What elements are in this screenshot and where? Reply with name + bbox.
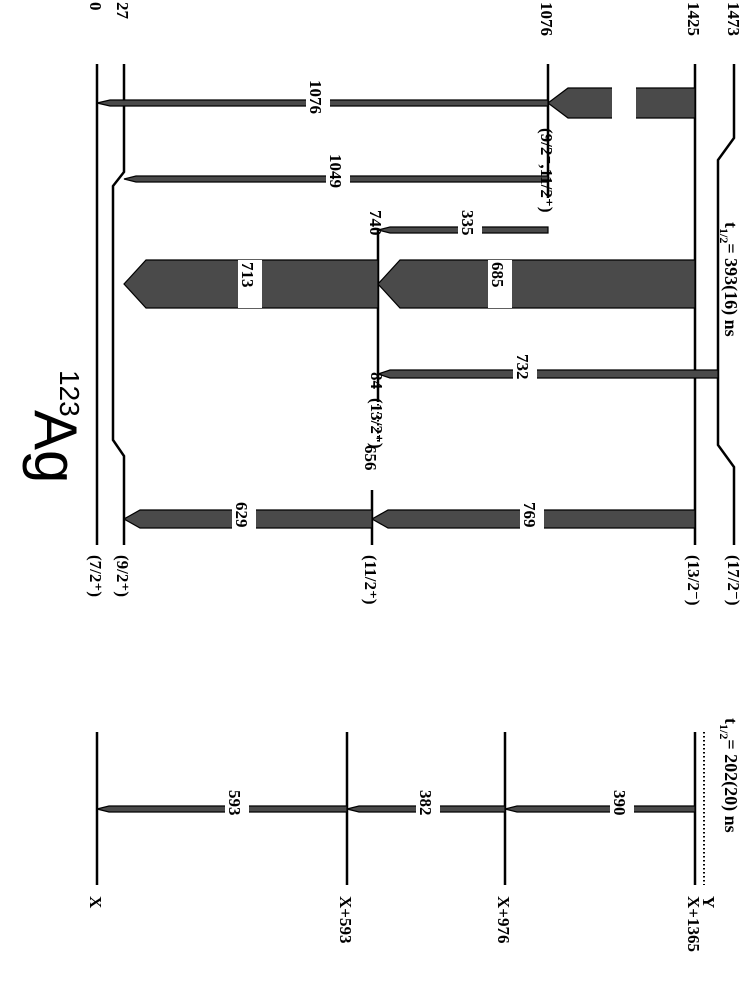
transition-label-685: 685 (488, 262, 507, 288)
main-transitions (96, 87, 719, 529)
transition-label-1049: 1049 (326, 154, 345, 188)
side-level-label-x1365: X+1365 (684, 896, 703, 952)
side-transitions (96, 805, 696, 813)
side-labels: t1/2= 202(20) ns Y X+1365 X+976 X+593 X … (86, 718, 741, 952)
energy-label-1425: 1425 (684, 2, 703, 36)
side-level-label-y: Y (699, 896, 718, 908)
main-halflife-label: t1/2= 393(16) ns (717, 222, 741, 337)
side-transition-label-382: 382 (416, 790, 435, 816)
spin-label-9-2-plus: (9/2⁺) (113, 555, 132, 597)
side-level-label-x976: X+976 (494, 896, 513, 943)
spin-label-13-2-minus: (13/2⁻) (684, 555, 703, 606)
svg-text:t1/2= 393(16) ns: t1/2= 393(16) ns (717, 222, 741, 337)
energy-label-1473: 1473 (724, 2, 743, 36)
side-transition-593-arrow (96, 805, 348, 813)
mass-number: 123 (54, 370, 85, 417)
spin-label-11-2-plus: (11/2⁺) (361, 555, 380, 605)
level-1473-line (716, 64, 736, 545)
level-27-line (111, 64, 126, 545)
transition-732-arrow (376, 369, 719, 379)
transition-energy-labels: 349 1076 1049 335 685 713 732 84 769 629 (232, 78, 636, 540)
side-halflife-label: t1/2= 202(20) ns (717, 718, 741, 833)
transition-label-349: 349 (612, 84, 631, 110)
nucleus-label: 123 Ag (22, 370, 89, 483)
energy-label-1076: 1076 (537, 2, 556, 36)
main-energy-labels: 1473 1425 1076 27 0 740 656 (86, 2, 743, 471)
transition-685-arrow (377, 259, 696, 309)
side-transition-390-arrow (504, 805, 696, 813)
svg-text:t1/2= 202(20) ns: t1/2= 202(20) ns (717, 718, 741, 833)
side-level-label-x: X (86, 896, 105, 909)
side-transition-label-593: 593 (225, 790, 244, 816)
transition-label-713: 713 (238, 262, 257, 288)
main-level-lines (95, 64, 736, 545)
energy-label-27: 27 (113, 2, 132, 20)
main-spin-labels: (17/2⁻) (13/2⁻) (9/2⁻,11/2⁺) (13/2⁺) (11… (86, 128, 743, 606)
spin-label-9-2-11-2: (9/2⁻,11/2⁺) (537, 128, 556, 213)
transition-label-1076: 1076 (306, 80, 325, 114)
transition-label-335: 335 (458, 210, 477, 236)
energy-label-656: 656 (361, 445, 380, 471)
transition-label-769: 769 (520, 502, 539, 528)
energy-label-740: 740 (366, 210, 385, 236)
transition-label-732: 732 (513, 354, 532, 380)
spin-label-7-2-plus: (7/2⁺) (86, 555, 105, 597)
side-transition-label-390: 390 (610, 790, 629, 816)
spin-label-13-2-plus: (13/2⁺) (367, 398, 386, 449)
element-symbol: Ag (22, 410, 89, 483)
spin-label-17-2-minus: (17/2⁻) (724, 555, 743, 606)
energy-label-0: 0 (86, 2, 105, 11)
transition-label-629: 629 (232, 502, 251, 528)
side-level-label-x593: X+593 (336, 896, 355, 943)
transition-label-84: 84 (367, 372, 386, 390)
